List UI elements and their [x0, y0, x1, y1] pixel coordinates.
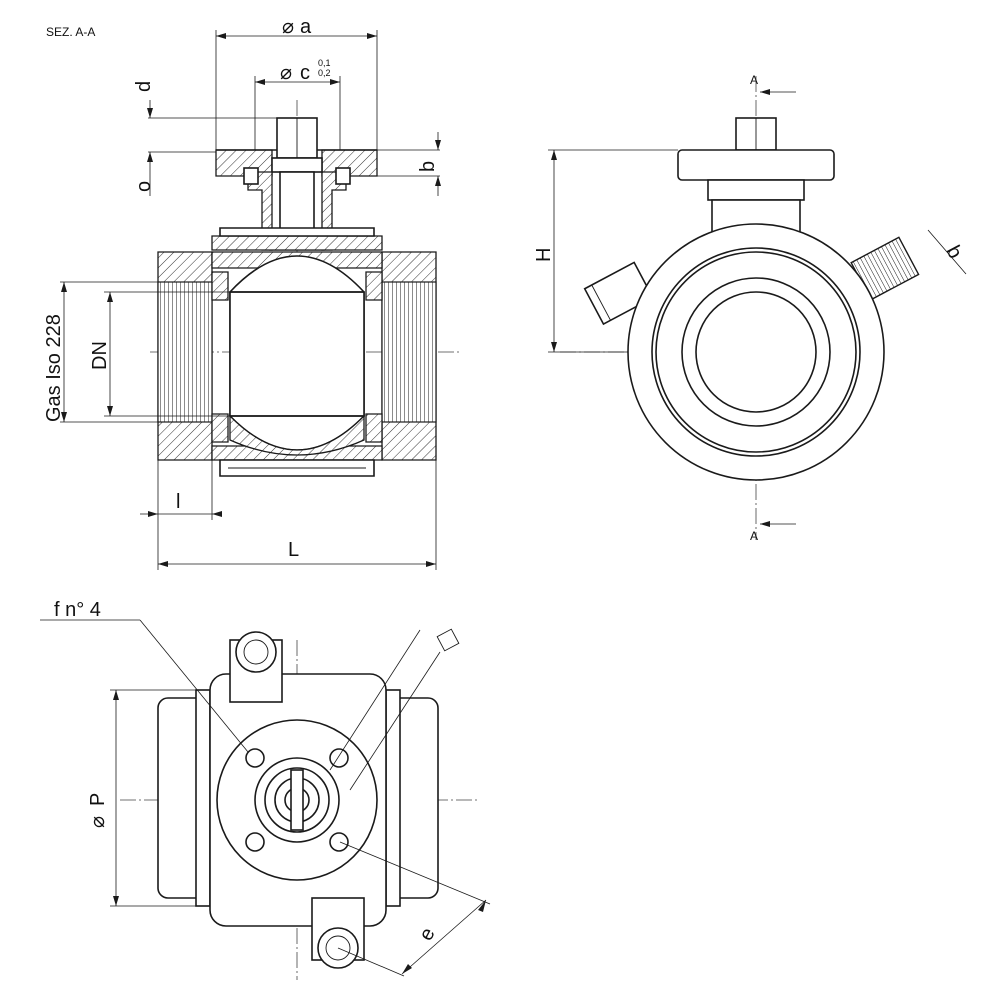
- bolt-hole: [245, 832, 265, 852]
- bolt-hole: [329, 748, 349, 768]
- dim-P-label: P: [87, 793, 109, 806]
- dim-H-label: H: [533, 248, 555, 262]
- square-symbol: [436, 628, 460, 652]
- dim-c-tolerance-lower: 0,2: [318, 68, 331, 78]
- dim-f-label: f n° 4: [54, 599, 101, 621]
- dim-c-label: c: [300, 62, 310, 84]
- dim-c-tolerance-upper: 0,1: [318, 58, 331, 68]
- dim-dn-label: DN: [89, 341, 111, 370]
- dim-b-side-label: b: [942, 242, 967, 262]
- section-title: SEZ. A-A: [46, 25, 95, 39]
- bolt-hole: [329, 832, 349, 852]
- section-view: ⌀ a ⌀ c 0,1 0,2 d o b Gas Iso: [43, 16, 460, 570]
- dim-gas-iso-label: Gas Iso 228: [43, 314, 65, 422]
- dim-l-label: l: [176, 491, 180, 513]
- side-view: A A H b: [533, 73, 967, 543]
- dim-L-label: L: [288, 539, 299, 561]
- dim-o-label: o: [133, 181, 155, 192]
- dim-a-label: a: [300, 16, 312, 38]
- dim-b-label: b: [417, 161, 439, 172]
- diameter-symbol-c: ⌀: [280, 62, 292, 84]
- diameter-symbol: ⌀: [282, 16, 294, 38]
- top-view: f n° 4 ⌀ P e: [40, 599, 491, 980]
- dim-d-label: d: [133, 81, 155, 92]
- section-mark-bottom: A: [750, 529, 758, 543]
- section-mark-top: A: [750, 73, 758, 87]
- diameter-symbol-p: ⌀: [87, 816, 109, 828]
- bolt-hole: [245, 748, 265, 768]
- dim-e-label: e: [415, 924, 440, 944]
